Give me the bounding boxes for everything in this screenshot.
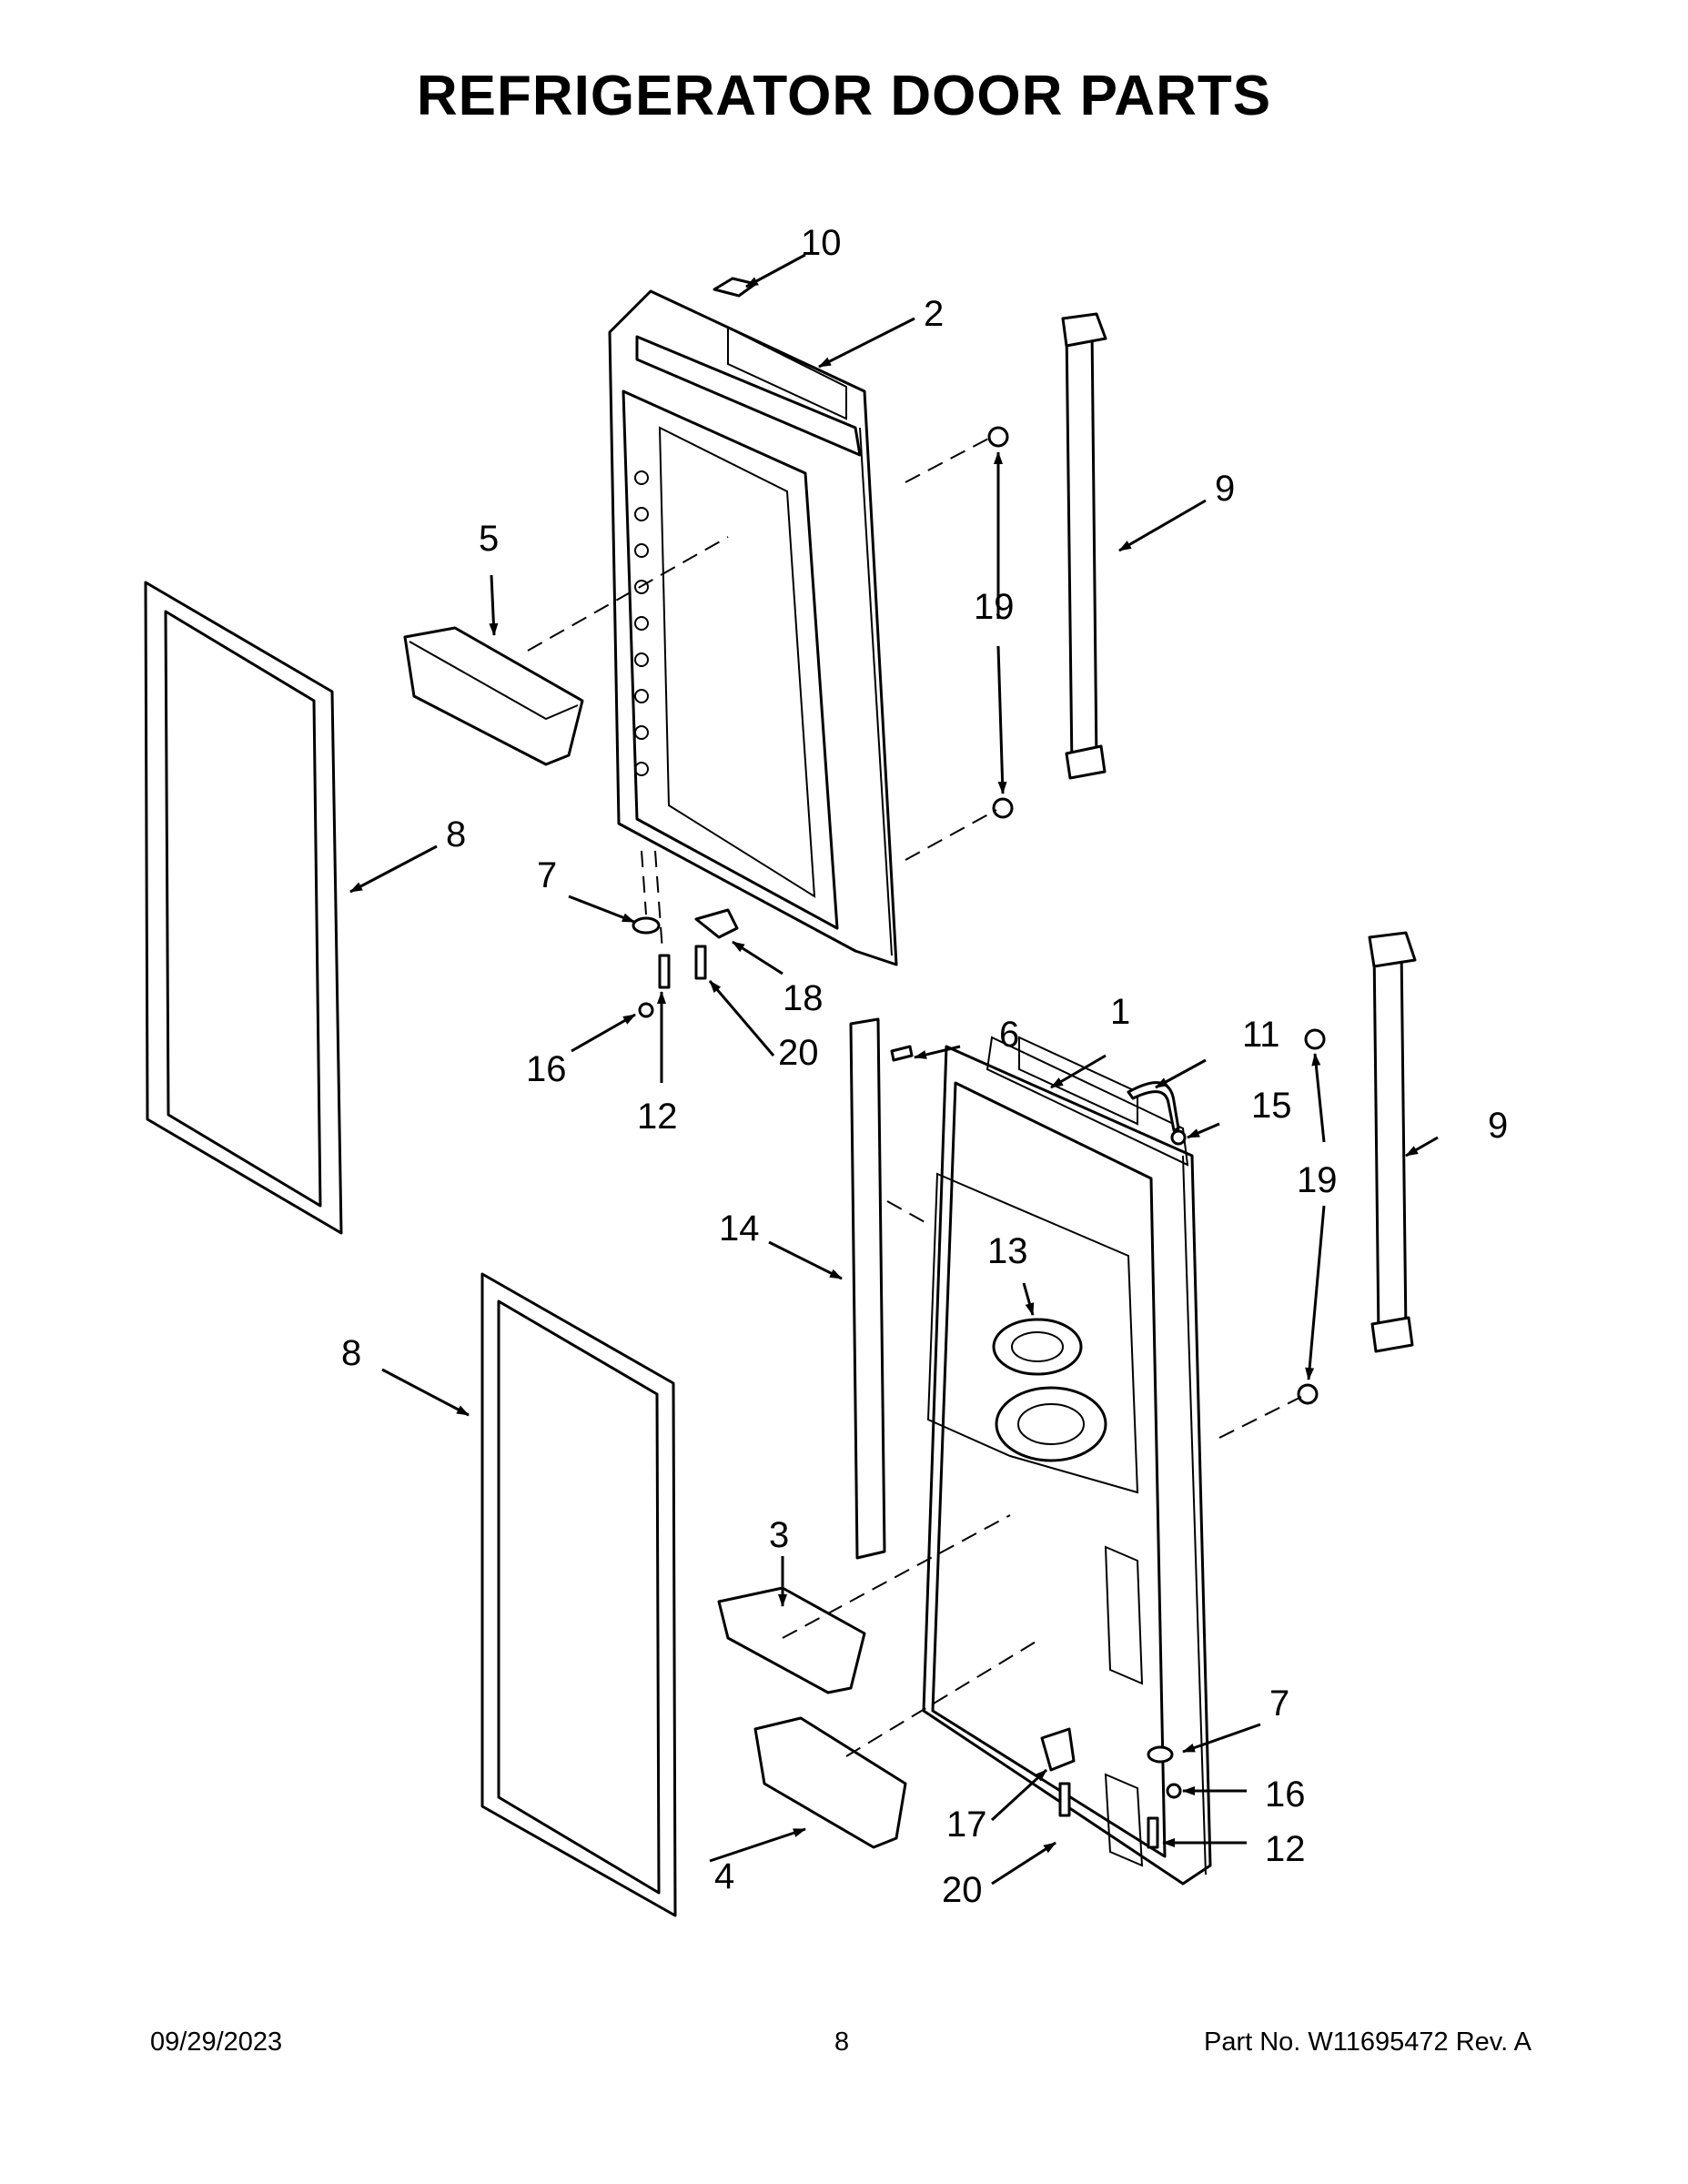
callout-20-upper: 20 <box>778 1033 819 1073</box>
callout-15: 15 <box>1251 1086 1292 1126</box>
door-bin-part-4 <box>753 1716 907 1849</box>
alignment-lines <box>527 436 1302 1757</box>
callout-19-upper: 19 <box>974 587 1015 627</box>
callout-13: 13 <box>987 1231 1028 1271</box>
callout-12-lower: 12 <box>1265 1829 1306 1869</box>
callout-12-upper: 12 <box>637 1097 678 1137</box>
door-bin-part-5 <box>403 626 584 766</box>
dispenser-cups-part-13 <box>992 1318 1107 1462</box>
callout-9-lower: 9 <box>1488 1106 1508 1146</box>
callout-1: 1 <box>1110 992 1130 1032</box>
callout-7-lower: 7 <box>1269 1684 1289 1724</box>
door-cap-part-10 <box>713 277 757 298</box>
callout-18: 18 <box>783 978 824 1018</box>
callout-7-upper: 7 <box>537 855 557 895</box>
fitting-part-15 <box>1170 1129 1187 1146</box>
upper-hinge-hardware <box>632 908 739 1018</box>
footer-page-number: 8 <box>834 2027 850 2057</box>
callout-16-lower: 16 <box>1265 1774 1306 1815</box>
footer-date: 09/29/2023 <box>150 2027 283 2057</box>
screw-part-6 <box>890 1045 914 1062</box>
callout-16-upper: 16 <box>526 1049 567 1089</box>
callout-8-lower: 8 <box>341 1333 361 1373</box>
footer-part-number: Part No. W11695472 Rev. A <box>1203 2027 1531 2057</box>
callout-numbers: 10 2 5 9 19 8 7 18 20 16 12 6 1 11 15 9 … <box>341 223 1508 1910</box>
callout-5: 5 <box>479 519 499 559</box>
callout-20-lower: 20 <box>942 1870 983 1910</box>
lower-hinge-hardware <box>1040 1727 1182 1849</box>
page-title: REFRIGERATOR DOOR PARTS <box>416 65 1272 127</box>
callout-8-upper: 8 <box>446 814 466 854</box>
water-tube-part-11 <box>1127 1081 1180 1132</box>
callout-14: 14 <box>719 1208 760 1249</box>
callout-9-upper: 9 <box>1215 469 1235 509</box>
lower-door-handle <box>1368 931 1417 1353</box>
handle-mount-studs-lower <box>1297 1028 1326 1405</box>
callout-10: 10 <box>801 223 842 263</box>
door-bin-part-3 <box>717 1586 866 1694</box>
callout-17: 17 <box>946 1805 987 1845</box>
leader-arrows <box>349 253 1439 1886</box>
callout-19-lower: 19 <box>1297 1160 1338 1200</box>
lower-door-liner <box>922 1036 1212 1886</box>
callout-11: 11 <box>1242 1015 1280 1055</box>
handle-mount-studs-upper <box>987 426 1014 819</box>
vertical-mullion-part-14 <box>849 1017 886 1560</box>
upper-door-liner <box>608 289 898 966</box>
callout-6: 6 <box>999 1015 1019 1055</box>
callout-2: 2 <box>924 294 944 334</box>
upper-door-handle <box>1061 312 1107 780</box>
upper-door-gasket <box>144 581 343 1235</box>
callout-4: 4 <box>714 1856 734 1896</box>
lower-door-gasket <box>480 1272 677 1917</box>
callout-3: 3 <box>769 1515 789 1555</box>
